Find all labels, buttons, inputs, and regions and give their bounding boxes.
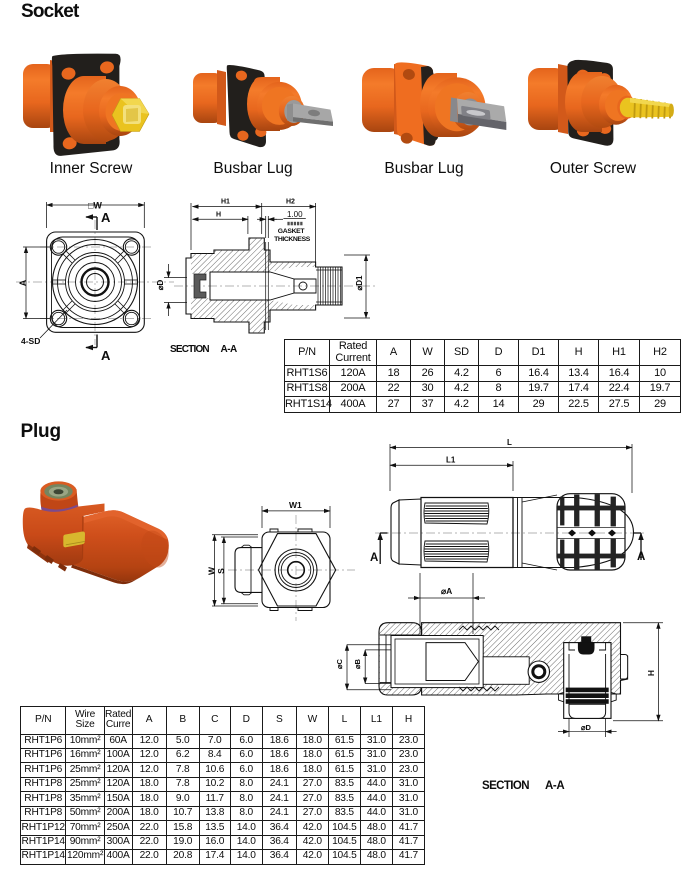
svg-text:⌀D: ⌀D: [581, 723, 592, 732]
svg-text:A: A: [370, 552, 378, 564]
svg-text:H2: H2: [286, 199, 295, 206]
svg-text:H: H: [646, 670, 656, 676]
svg-text:A: A: [637, 551, 645, 563]
svg-text:⌀D1: ⌀D1: [355, 275, 364, 291]
svg-text:H: H: [216, 212, 221, 219]
svg-text:⌀B: ⌀B: [353, 658, 362, 669]
svg-text:A: A: [18, 279, 28, 286]
svg-text:H1: H1: [221, 199, 230, 206]
svg-text:S: S: [216, 568, 226, 574]
svg-text:A: A: [101, 210, 111, 225]
svg-text:⌀C: ⌀C: [335, 658, 344, 669]
svg-text:A: A: [101, 348, 111, 363]
svg-text:L: L: [507, 438, 512, 447]
svg-text:⌀D: ⌀D: [156, 279, 165, 290]
svg-text:1.00: 1.00: [287, 210, 303, 219]
svg-text:4-SD: 4-SD: [21, 336, 40, 346]
svg-text:⌀A: ⌀A: [441, 586, 452, 596]
svg-text:□W: □W: [88, 201, 102, 211]
svg-text:W1: W1: [289, 500, 302, 510]
svg-text:GASKET: GASKET: [278, 228, 306, 235]
svg-text:L1: L1: [446, 456, 456, 465]
svg-text:W: W: [207, 566, 217, 575]
svg-text:THICKNESS: THICKNESS: [274, 236, 311, 243]
